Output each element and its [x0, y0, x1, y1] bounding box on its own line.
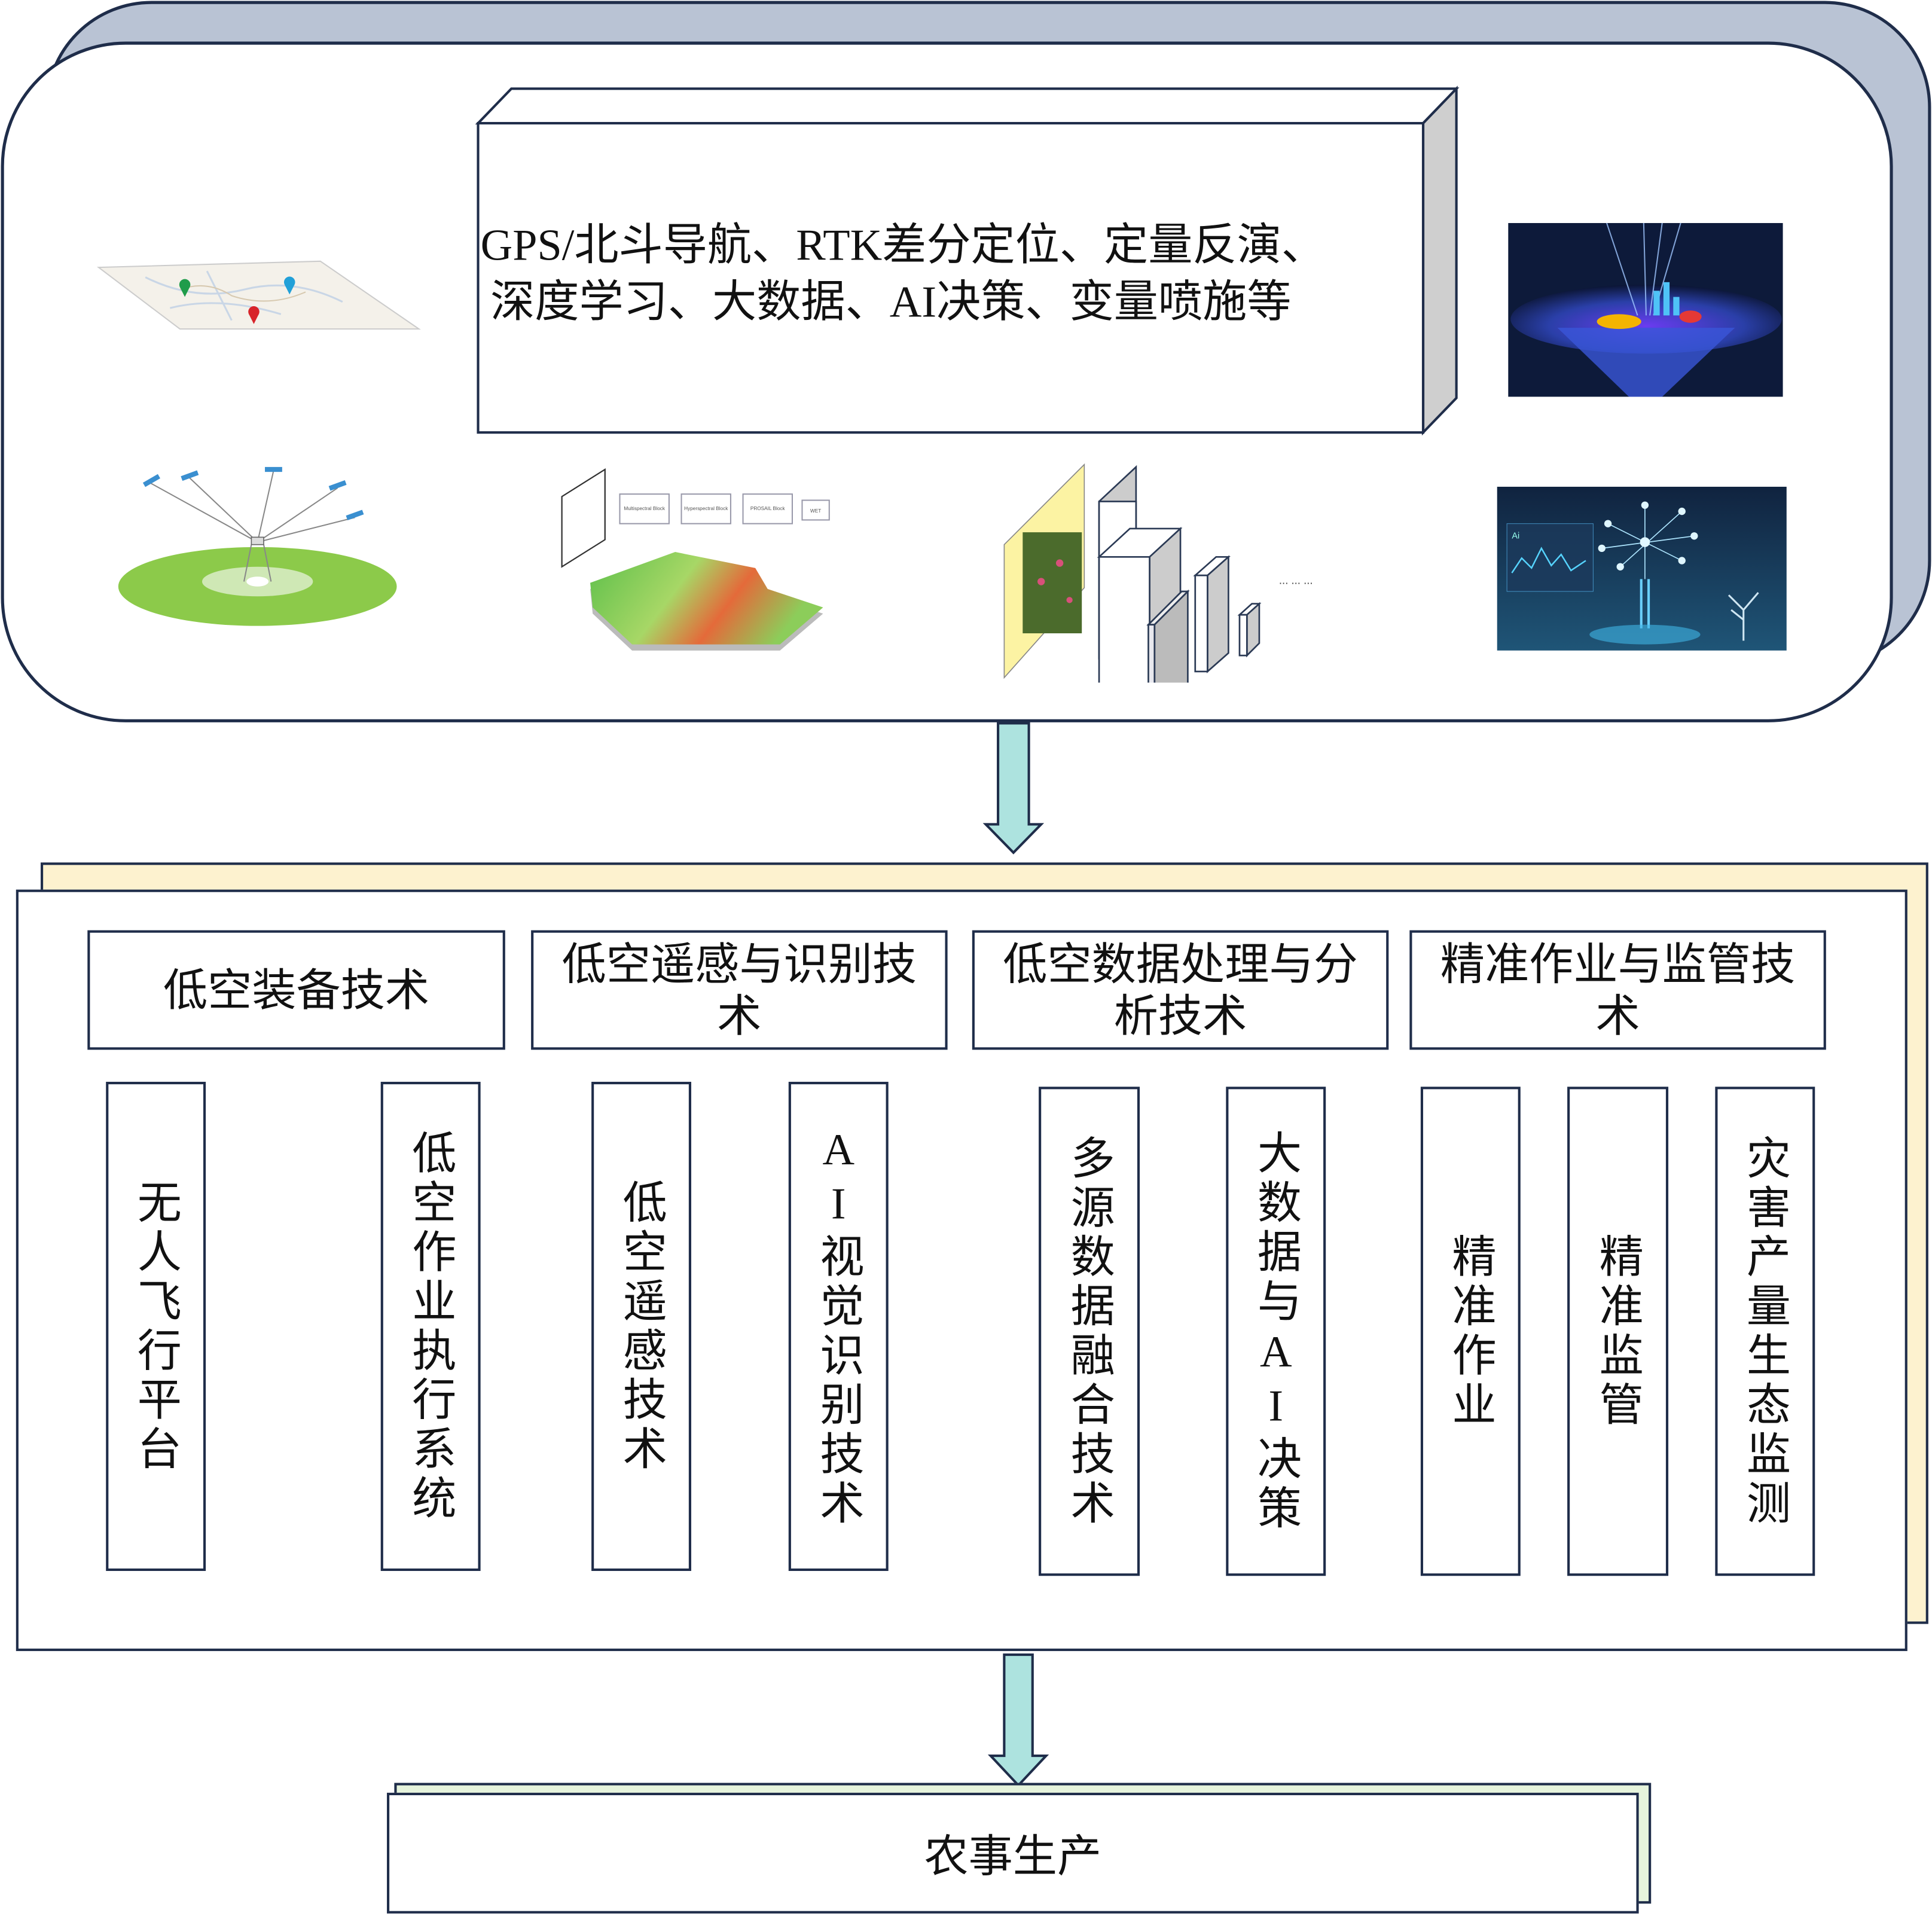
satellite-positioning-image — [118, 466, 397, 626]
big-data-funnel-image — [1508, 222, 1783, 397]
flowchart-block-multispectral: Multispectral Block — [624, 506, 666, 511]
agricultural-production-box: 农事生产 — [387, 1792, 1639, 1914]
satellite-icons — [142, 466, 364, 521]
top-panel-frame — [1, 1, 1931, 722]
flowchart-block-wet: WET — [810, 508, 821, 514]
technology-line-1: GPS/北斗导航、RTK差分定位、定量反演、 — [480, 220, 1326, 270]
map-with-pins-image — [96, 260, 421, 330]
tech-item-precision-supervision: 精准监管 — [1567, 1087, 1669, 1576]
tech-item-ai-vision: AI视觉识别技术 — [788, 1082, 889, 1572]
map-pin-blue-icon — [283, 276, 295, 295]
flowchart-block-prosail: PROSAIL Block — [750, 506, 786, 511]
category-header-precision-operations: 精准作业与监管技术 — [1409, 930, 1826, 1050]
tech-item-label: 精准监管 — [1593, 1232, 1643, 1430]
tech-item-remote-sensing: 低空遥感技术 — [591, 1082, 691, 1572]
tech-item-disaster-monitoring: 灾害产量生态监测 — [1715, 1087, 1815, 1576]
tech-item-bigdata-ai: 大数据与AI决策 — [1226, 1087, 1326, 1576]
tech-item-uav-platform: 无人飞行平台 — [106, 1082, 206, 1572]
map-pin-red-icon — [248, 306, 260, 324]
category-header-data-processing: 低空数据处理与分析技术 — [972, 930, 1389, 1050]
tech-item-label: 灾害产量生态监测 — [1740, 1134, 1790, 1528]
tech-item-label: 大数据与AI决策 — [1251, 1129, 1301, 1534]
tech-item-label: 多源数据融合技术 — [1064, 1134, 1114, 1528]
down-arrow-2 — [987, 1653, 1049, 1787]
tech-item-label: 低空遥感技术 — [616, 1178, 666, 1475]
tech-item-data-fusion: 多源数据融合技术 — [1039, 1087, 1140, 1576]
tech-item-operation-system: 低空作业执行系统 — [380, 1082, 481, 1572]
tech-item-label: 无人飞行平台 — [131, 1178, 181, 1475]
agricultural-production-label: 农事生产 — [924, 1832, 1102, 1882]
category-header-equipment: 低空装备技术 — [87, 930, 505, 1050]
svg-text:Ai: Ai — [1512, 531, 1519, 541]
tech-item-label: 精准作业 — [1446, 1232, 1495, 1430]
ai-network-tree-image: Ai — [1497, 486, 1787, 651]
technology-line-2: 深度学习、大数据、AI决策、变量喷施等 — [490, 277, 1292, 327]
technology-list: GPS/北斗导航、RTK差分定位、定量反演、 深度学习、大数据、AI决策、变量喷… — [478, 217, 1423, 331]
tech-item-precision-operation: 精准作业 — [1420, 1087, 1521, 1576]
flowchart-block-hyperspectral: Hyperspectral Block — [684, 506, 728, 511]
map-pin-green-icon — [179, 279, 191, 297]
cnn-ellipsis: ... ... ... — [1279, 574, 1313, 587]
tech-item-label: 低空作业执行系统 — [405, 1129, 456, 1524]
down-arrow-1 — [982, 722, 1045, 855]
cnn-network-image: ... ... ... — [1003, 463, 1313, 683]
tech-item-label: AI视觉识别技术 — [814, 1124, 863, 1528]
category-header-remote-sensing: 低空遥感与识别技术 — [531, 930, 948, 1050]
inversion-model-flowchart-image: Multispectral Block Hyperspectral Block … — [561, 468, 830, 651]
